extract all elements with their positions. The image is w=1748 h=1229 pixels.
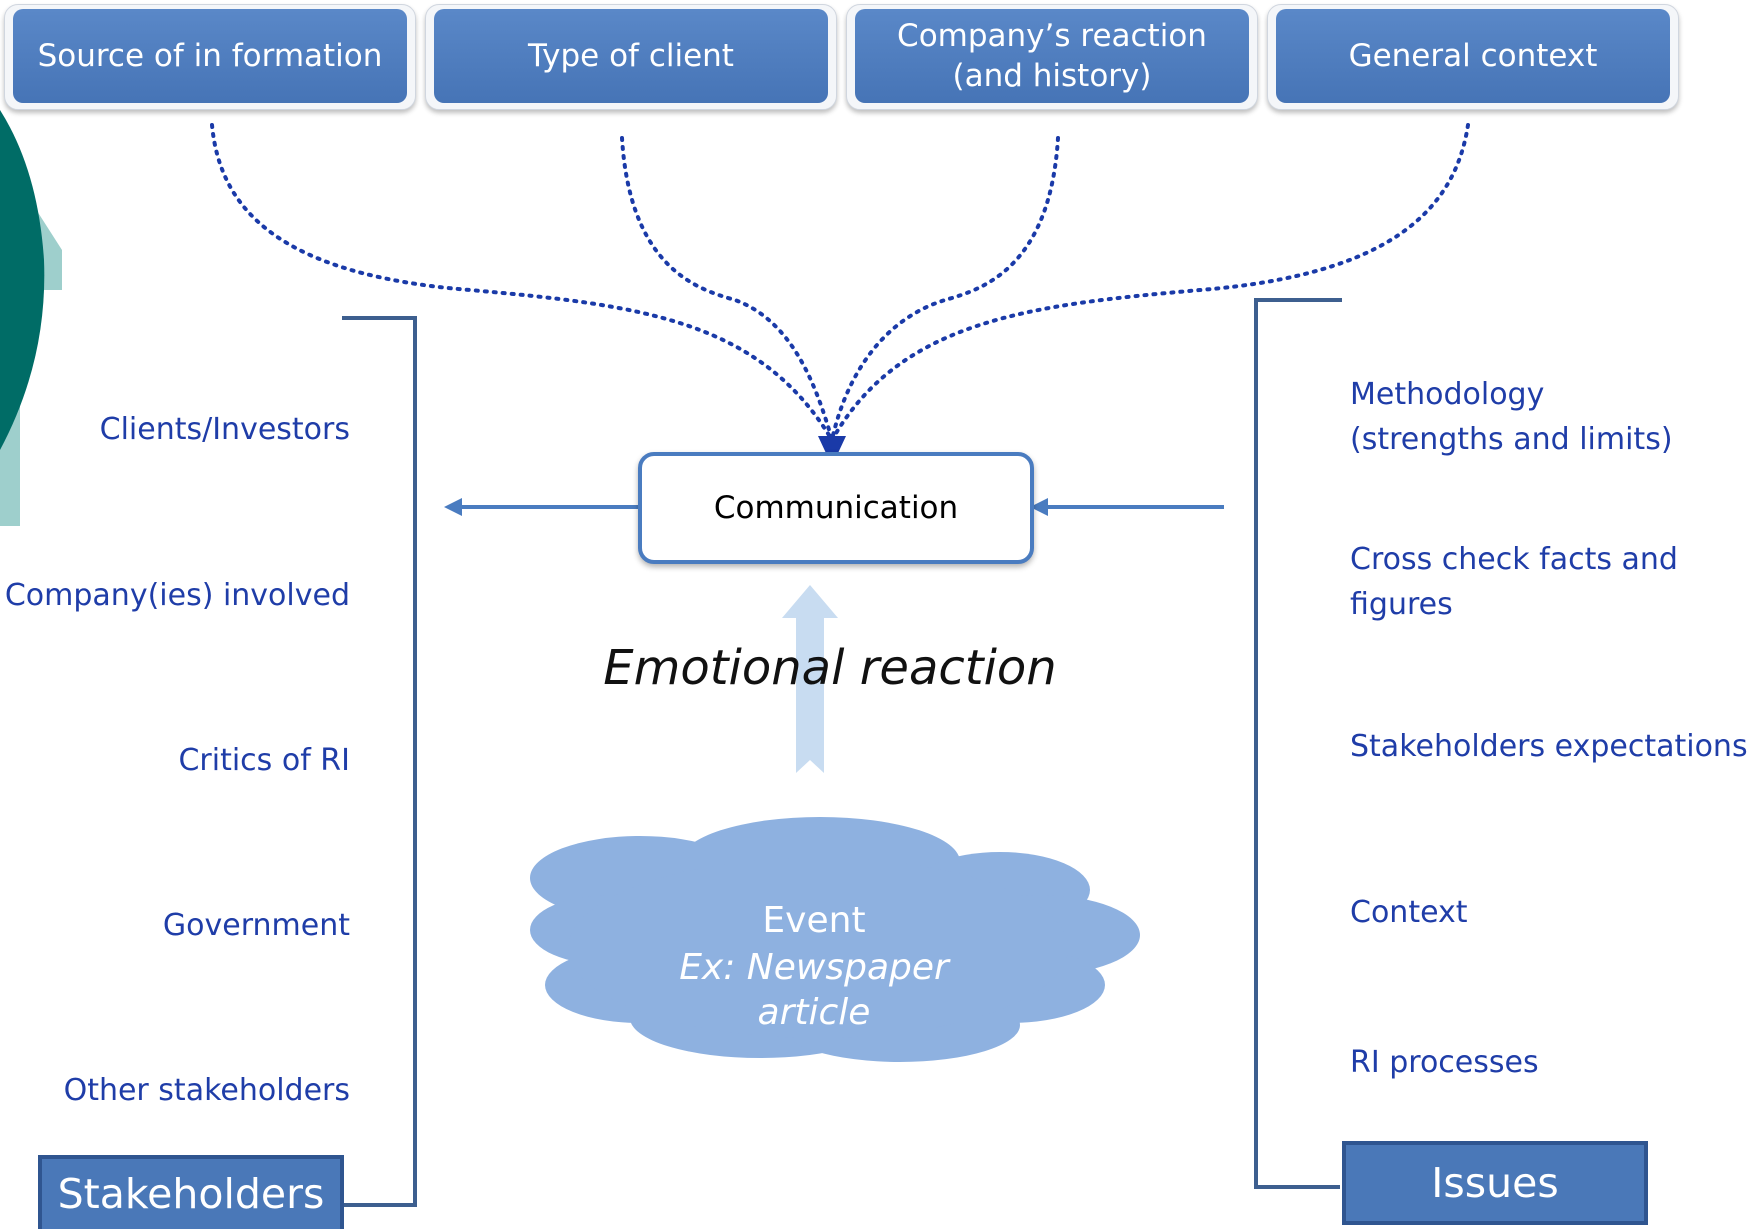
arrowhead-communication bbox=[1030, 498, 1048, 516]
factor-label-general: General context bbox=[1348, 38, 1598, 74]
stakeholders-title-box: Stakeholders bbox=[38, 1155, 344, 1229]
stakeholder-companies: Company(ies) involved bbox=[4, 578, 350, 613]
stakeholder-other: Other stakeholders bbox=[63, 1073, 350, 1108]
factor-label-client: Type of client bbox=[528, 38, 734, 74]
issue-methodology: Methodology (strengths and limits) bbox=[1350, 377, 1673, 457]
factor-label-company: Company’s reaction (and history) bbox=[897, 18, 1207, 94]
issue-expectations: Stakeholders expectations bbox=[1350, 729, 1748, 764]
factor-box-general: General context bbox=[1267, 4, 1679, 110]
dark-teal-decoration bbox=[0, 110, 45, 450]
issues-title-box: Issues bbox=[1342, 1141, 1648, 1225]
stakeholders-bracket bbox=[340, 316, 417, 1207]
issue-context: Context bbox=[1350, 895, 1468, 930]
factor-box-company: Company’s reaction (and history) bbox=[846, 4, 1258, 110]
factor-box-source: Source of in formation bbox=[4, 4, 416, 110]
issues-bracket bbox=[1254, 298, 1342, 1189]
issue-ri-processes: RI processes bbox=[1350, 1045, 1539, 1080]
issue-cross-check: Cross check facts and figures bbox=[1350, 542, 1678, 622]
issues-title: Issues bbox=[1431, 1159, 1559, 1207]
event-example: Ex: Newspaper article bbox=[679, 947, 949, 1033]
stakeholder-government: Government bbox=[162, 908, 350, 943]
communication-box: Communication bbox=[638, 452, 1034, 564]
stakeholder-clients: Clients/Investors bbox=[99, 412, 350, 447]
factor-box-client: Type of client bbox=[425, 4, 837, 110]
stakeholder-critics: Critics of RI bbox=[178, 743, 350, 778]
dotted-connector-source bbox=[210, 123, 834, 442]
communication-label: Communication bbox=[713, 490, 959, 526]
dotted-connector-general bbox=[830, 123, 1470, 442]
emotional-reaction-label: Emotional reaction bbox=[603, 640, 1057, 696]
connector-arrowhead bbox=[818, 436, 846, 466]
dotted-connector-company bbox=[830, 136, 1060, 442]
arrowhead-stakeholders bbox=[444, 498, 462, 516]
event-title: Event bbox=[762, 900, 866, 941]
event-cloud bbox=[530, 817, 1140, 1062]
stakeholders-title: Stakeholders bbox=[57, 1170, 325, 1218]
emotional-arrow bbox=[782, 585, 838, 773]
dotted-connector-type bbox=[620, 136, 834, 442]
factor-label-source: Source of in formation bbox=[37, 38, 383, 74]
